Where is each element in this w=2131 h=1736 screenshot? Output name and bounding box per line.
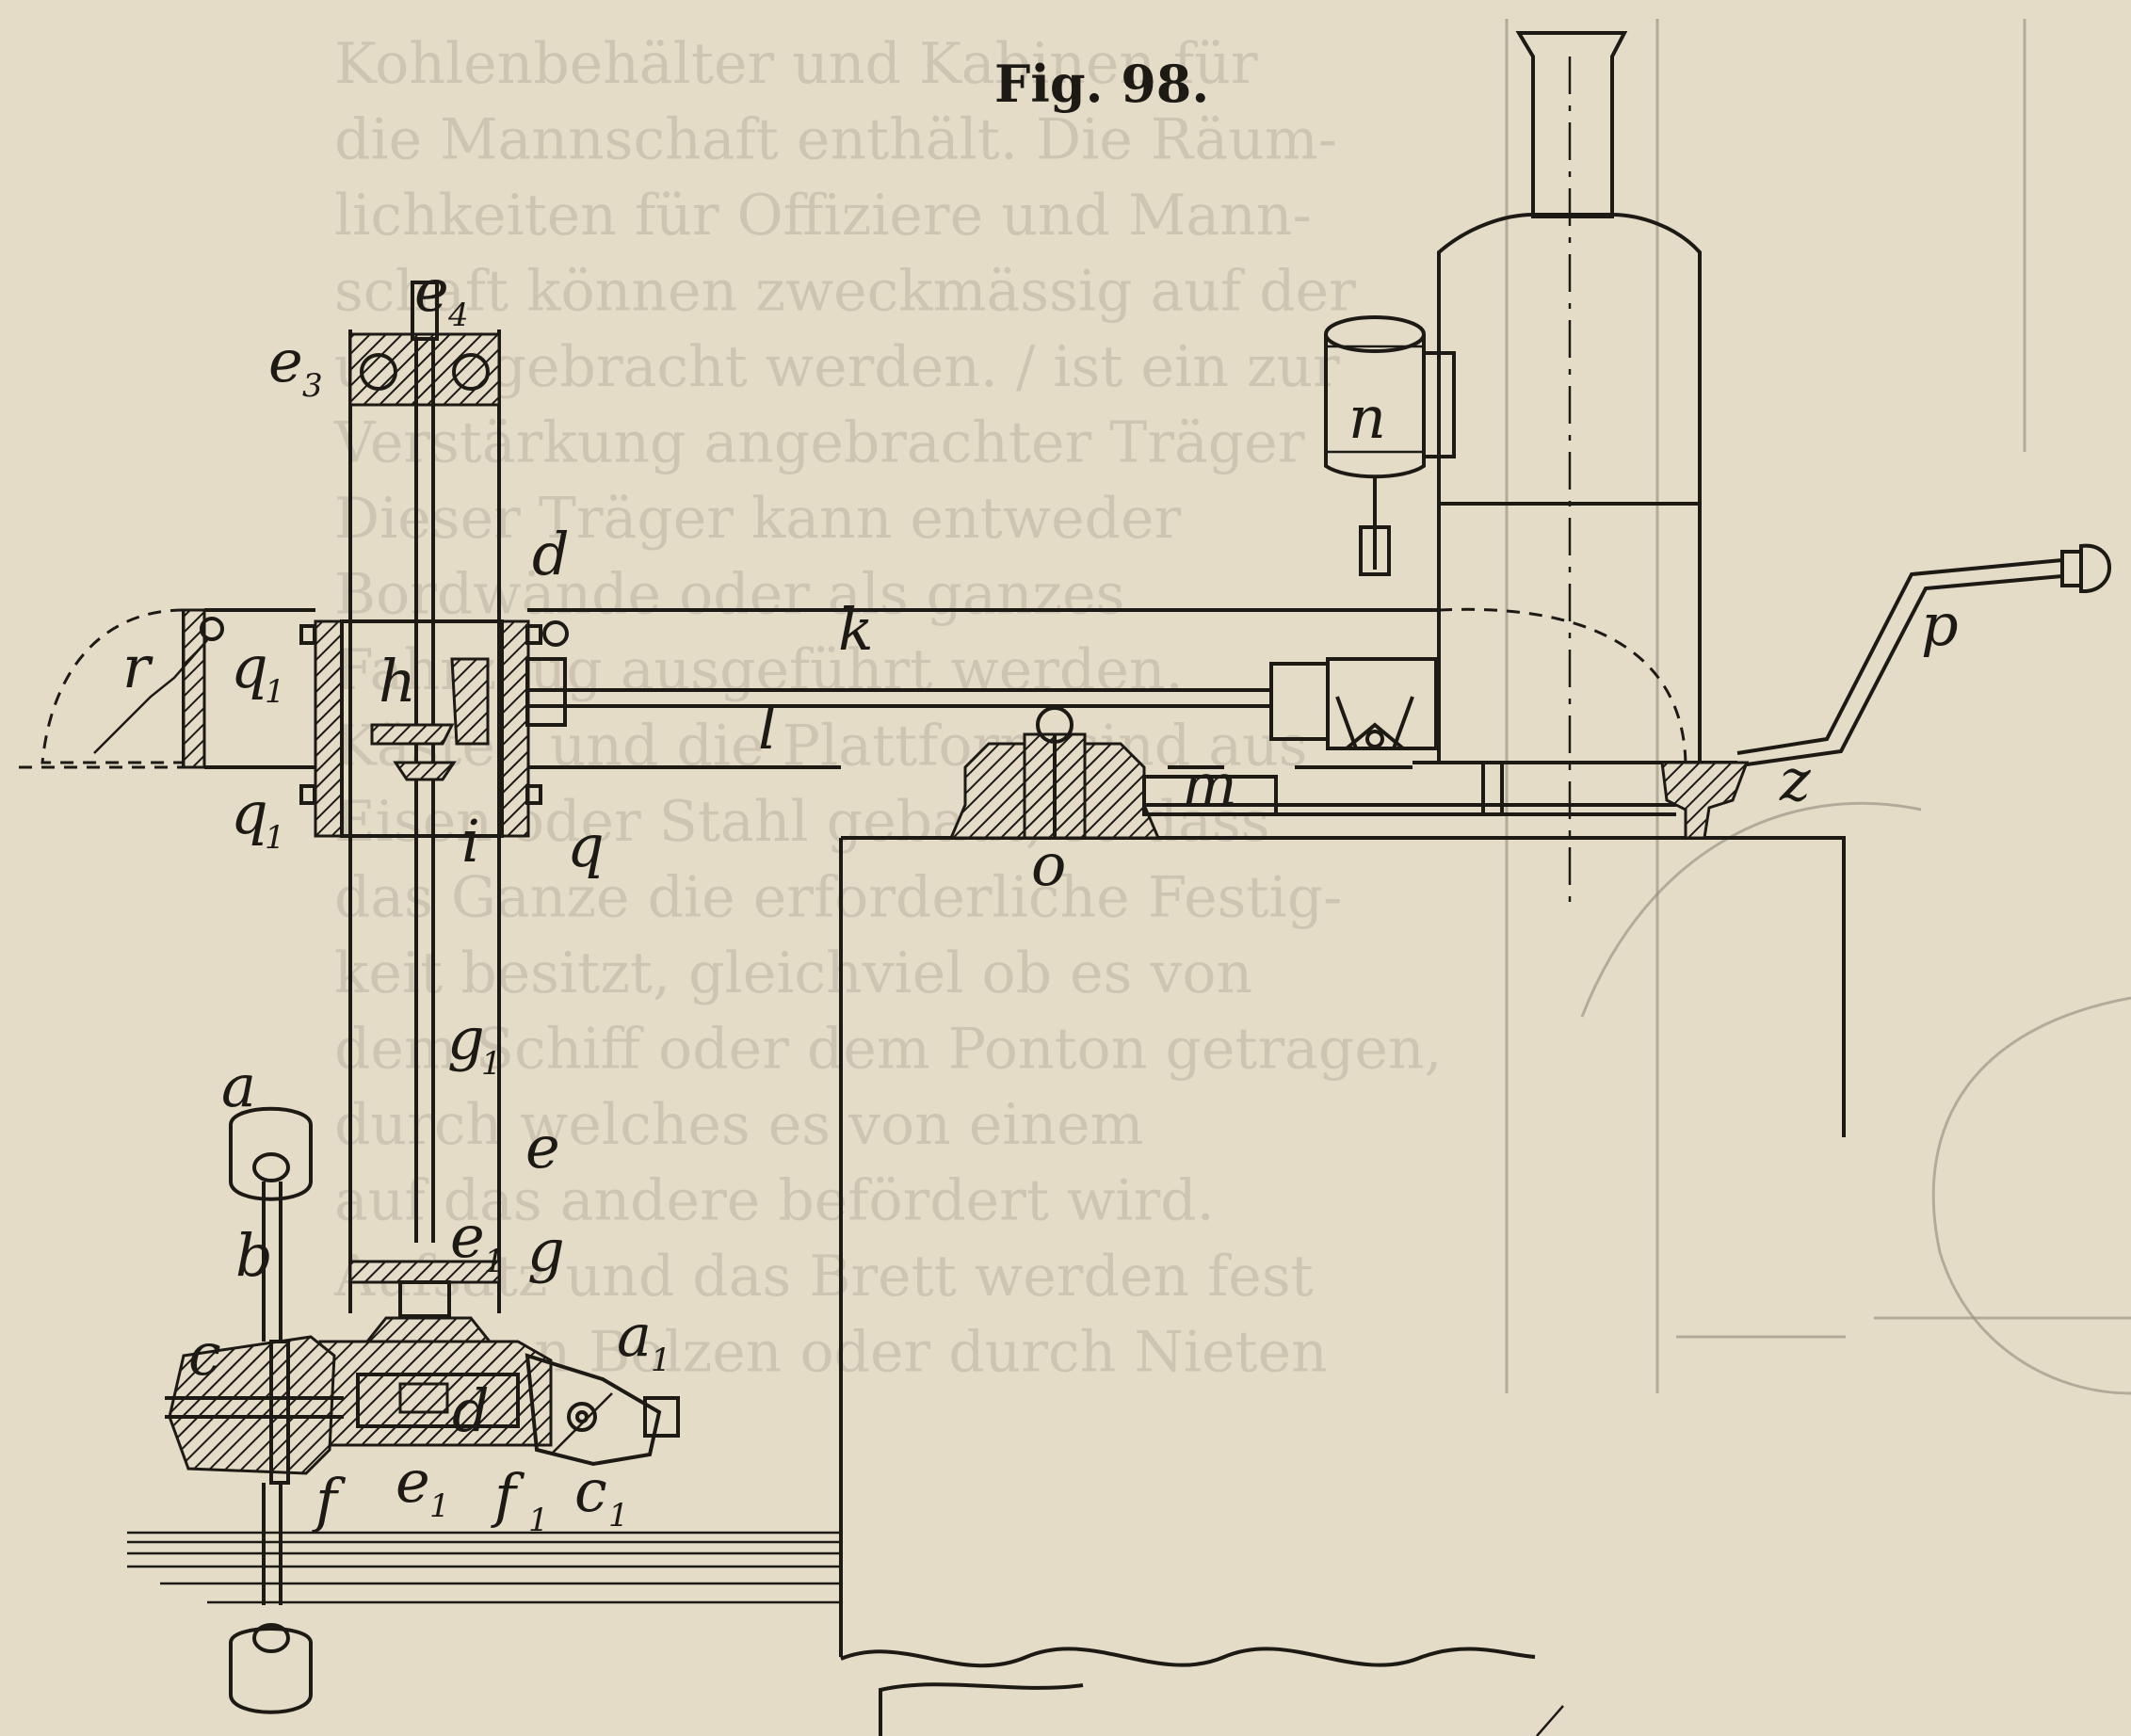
upper-blade [229, 1106, 313, 1342]
label-p: p [1921, 590, 1959, 659]
label-e1-lower: e [396, 1447, 430, 1516]
hand-lever [1736, 543, 2111, 766]
bleed-line: Bordwände oder als ganzes [334, 562, 1124, 628]
label-b: b [235, 1221, 273, 1290]
quay-block [839, 836, 1846, 1736]
label-e3-subscript: 3 [302, 367, 323, 405]
figure-title: Fig. 98. [994, 54, 1209, 114]
bleed-line: durch welches es von einem [334, 1092, 1144, 1158]
label-c: c [188, 1320, 221, 1389]
label-q1-bottom: q [231, 779, 268, 847]
counterweight-arm [19, 608, 315, 769]
beam-and-shaft [527, 607, 1687, 769]
pivot-and-platform [948, 706, 1750, 840]
gear-housing [299, 619, 569, 838]
column [348, 281, 501, 1318]
label-e3: e [268, 327, 303, 395]
label-e1-upper-subscript: 1 [484, 1243, 505, 1280]
lower-gear-assembly [165, 1316, 680, 1485]
label-c1-subscript: 1 [608, 1497, 629, 1535]
label-e1-lower-subscript: 1 [429, 1487, 450, 1525]
bleed-line: die Mannschaft enthält. Die Räum- [334, 107, 1337, 173]
bleed-line: Kohlenbehälter und Kabinen für [334, 31, 1258, 97]
label-e4-subscript: 4 [447, 297, 469, 334]
bleed-line: das Ganze die erforderliche Festig- [334, 865, 1342, 931]
label-q1-top: q [231, 633, 268, 701]
label-z: z [1779, 746, 1811, 814]
lower-blade [229, 1483, 313, 1714]
label-g: g [527, 1216, 565, 1285]
label-f: f [312, 1466, 347, 1535]
label-e1-upper: e [450, 1202, 485, 1271]
label-q1-top-subscript: 1 [265, 673, 285, 711]
label-a1-subscript: 1 [651, 1342, 671, 1379]
label-e: e [525, 1113, 560, 1181]
label-f1: f [491, 1461, 525, 1530]
label-i: i [461, 807, 480, 876]
bleed-line: Verstärkung angebrachter Träger [333, 410, 1305, 476]
bleed-line: dem Schiff oder dem Ponton getragen, [334, 1017, 1443, 1083]
label-a1: a [617, 1301, 652, 1370]
label-o: o [1031, 830, 1066, 899]
label-m: m [1182, 750, 1237, 819]
label-a: a [221, 1052, 256, 1120]
bleed-line: untergebracht werden. / ist ein zur [334, 334, 1340, 400]
label-d: d [532, 520, 570, 588]
bleed-through-outlines [1505, 19, 2131, 1395]
label-r: r [122, 633, 153, 701]
motor [1324, 315, 1456, 576]
label-q1-bottom-subscript: 1 [265, 819, 285, 857]
label-n: n [1348, 383, 1386, 452]
label-f1-subscript: 1 [528, 1502, 549, 1539]
label-e4: e [414, 256, 449, 325]
label-k: k [838, 595, 874, 664]
bleed-line: keit besitzt, gleichviel ob es von [334, 940, 1252, 1006]
label-q: q [567, 812, 605, 880]
bleed-line: lichkeiten für Offiziere und Mann- [334, 183, 1312, 249]
label-h: h [379, 647, 416, 715]
label-g1-subscript: 1 [481, 1045, 502, 1083]
bleed-line: auf das andere befördert wird. [334, 1168, 1215, 1234]
label-g1: g [447, 1005, 485, 1073]
label-c1: c [574, 1456, 607, 1525]
label-d-lower: d [452, 1376, 490, 1445]
bleed-line: Dieser Träger kann entweder [334, 486, 1182, 552]
bleed-line: schaft können zweckmässig auf der [334, 259, 1356, 325]
water-surface [127, 1531, 841, 1604]
label-l: l [758, 694, 777, 763]
